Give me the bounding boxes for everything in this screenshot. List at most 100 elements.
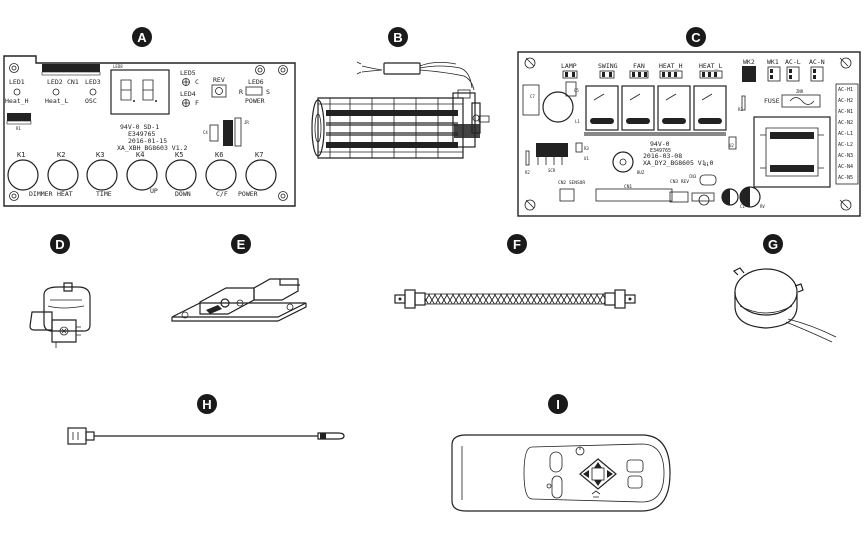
board-c-cert-2: E349765 — [650, 148, 671, 154]
flame-button-icon — [626, 459, 644, 473]
board-a-cert-2: E349765 — [128, 130, 155, 138]
svg-text:H: H — [202, 397, 211, 412]
svg-text:ZNR: ZNR — [796, 89, 804, 94]
key-k3-label: K3 — [96, 151, 104, 159]
board-c-cert-1: 94V-0 — [650, 140, 670, 148]
board-a-cert-4: XA_XBH_BG8603 V1.2 — [117, 144, 188, 152]
key-k5-label: K5 — [175, 151, 183, 159]
svg-text:D: D — [55, 237, 64, 252]
svg-text:CN3: CN3 — [689, 174, 697, 179]
svg-text:RV: RV — [760, 204, 765, 209]
seven-segment-display: LED8 — [110, 64, 170, 115]
svg-text:AC-N4: AC-N4 — [838, 164, 853, 170]
key-k2-label: K2 — [57, 151, 65, 159]
wk1-label: WK1 — [767, 58, 779, 66]
power-board: LAMP SWING FAN HEAT_H HEAT_L WK2 WK1 AC-… — [517, 51, 861, 217]
svg-text:CN1: CN1 — [624, 184, 632, 190]
svg-text:U2: U2 — [729, 143, 734, 148]
cn1-label: CN1 — [67, 78, 79, 86]
key-dimmer-label: DIMMER — [29, 190, 53, 198]
svg-text:AC-N5: AC-N5 — [838, 175, 853, 181]
thermal-cutoff-switch — [171, 278, 307, 322]
led6-label: LED6 — [248, 78, 264, 86]
svg-text:JR: JR — [244, 120, 249, 125]
cn3-rev-label: CN3 REV — [670, 179, 689, 185]
svg-text:R1: R1 — [16, 126, 21, 131]
badge-b: B — [388, 27, 408, 47]
svg-text:B: B — [393, 30, 402, 45]
svg-text:J1: J1 — [704, 162, 709, 167]
badge-g: G — [763, 234, 783, 254]
svg-text:AC-L2: AC-L2 — [838, 142, 853, 148]
rev-label: REV — [213, 76, 225, 84]
swing-label: SWING — [598, 62, 618, 70]
heat-h-label: HEAT_H — [659, 62, 683, 70]
key-power-label: POWER — [238, 190, 258, 198]
osc-caption: OSC — [85, 97, 97, 105]
led2-label: LED2 — [47, 78, 63, 86]
fan-label: FAN — [633, 62, 645, 70]
svg-text:L1: L1 — [575, 119, 580, 124]
board-a-cert-3: 2016-01-15 — [128, 137, 167, 145]
key-up-label: UP — [150, 187, 158, 195]
led1-label: LED1 — [9, 78, 25, 86]
badge-i: I — [548, 394, 568, 414]
tip-over-switch — [29, 282, 91, 348]
badge-f: F — [507, 234, 527, 254]
badge-d: D — [50, 234, 70, 254]
svg-text:U1: U1 — [584, 156, 589, 161]
cn2-sensor-label: CN2 SENSOR — [558, 180, 585, 186]
svg-text:C7: C7 — [530, 94, 535, 99]
crossflow-fan-blower — [311, 61, 490, 159]
ac-terminal-column: AC-H1 AC-H2 AC-N1 AC-N2 AC-L1 AC-L2 AC-N… — [835, 83, 859, 185]
svg-text:AC-N2: AC-N2 — [838, 120, 853, 126]
svg-text:C5: C5 — [574, 88, 579, 93]
svg-text:AC-N3: AC-N3 — [838, 153, 853, 159]
lamp-label: LAMP — [561, 62, 577, 70]
wk2-label: WK2 — [743, 58, 755, 66]
svg-text:AC-L1: AC-L1 — [838, 131, 853, 137]
remote-control — [451, 434, 671, 512]
svg-text:G: G — [768, 237, 778, 252]
fuse-label: FUSE — [764, 97, 780, 105]
badge-c: C — [686, 27, 706, 47]
key-k6-label: K6 — [215, 151, 223, 159]
badge-a: A — [132, 27, 152, 47]
svg-text:AC-H1: AC-H1 — [838, 87, 853, 93]
svg-text:LED8: LED8 — [113, 64, 123, 69]
svg-text:C1: C1 — [740, 204, 745, 209]
heating-element — [394, 289, 636, 309]
svg-text:R3: R3 — [584, 146, 589, 151]
key-k7-label: K7 — [255, 151, 263, 159]
key-k1-label: K1 — [17, 151, 25, 159]
svg-text:BUZ: BUZ — [637, 170, 645, 175]
key-cf-label: C/F — [216, 190, 228, 198]
power-caption: POWER — [245, 97, 265, 105]
s-caption: S — [266, 88, 270, 96]
badge-h: H — [197, 394, 217, 414]
swing-motor — [732, 267, 837, 343]
c-caption: C — [195, 78, 199, 86]
led5-label: LED5 — [180, 69, 196, 77]
led4-label: LED4 — [180, 90, 196, 98]
relay-group — [584, 85, 727, 136]
svg-text:F: F — [513, 237, 521, 252]
transformer — [753, 116, 831, 188]
svg-text:C4: C4 — [203, 130, 208, 135]
heat-l-caption: Heat_L — [45, 97, 69, 105]
heat-button-icon — [549, 451, 563, 473]
ac-n-label: AC-N — [809, 58, 825, 66]
dpad-icon — [579, 458, 617, 490]
key-time-label: TIME — [96, 190, 112, 198]
svg-text:I: I — [556, 397, 560, 412]
heat-l-label: HEAT_L — [699, 62, 723, 70]
key-heat-label: HEAT — [57, 190, 73, 198]
r-caption: R — [239, 88, 243, 96]
svg-text:AC-N1: AC-N1 — [838, 109, 853, 115]
svg-text:R2: R2 — [525, 170, 530, 175]
board-a-cert-1: 94V-0 SD-1 — [120, 123, 159, 131]
key-down-label: DOWN — [175, 190, 191, 198]
svg-text:AC-H2: AC-H2 — [838, 98, 853, 104]
key-k4-label: K4 — [136, 151, 144, 159]
